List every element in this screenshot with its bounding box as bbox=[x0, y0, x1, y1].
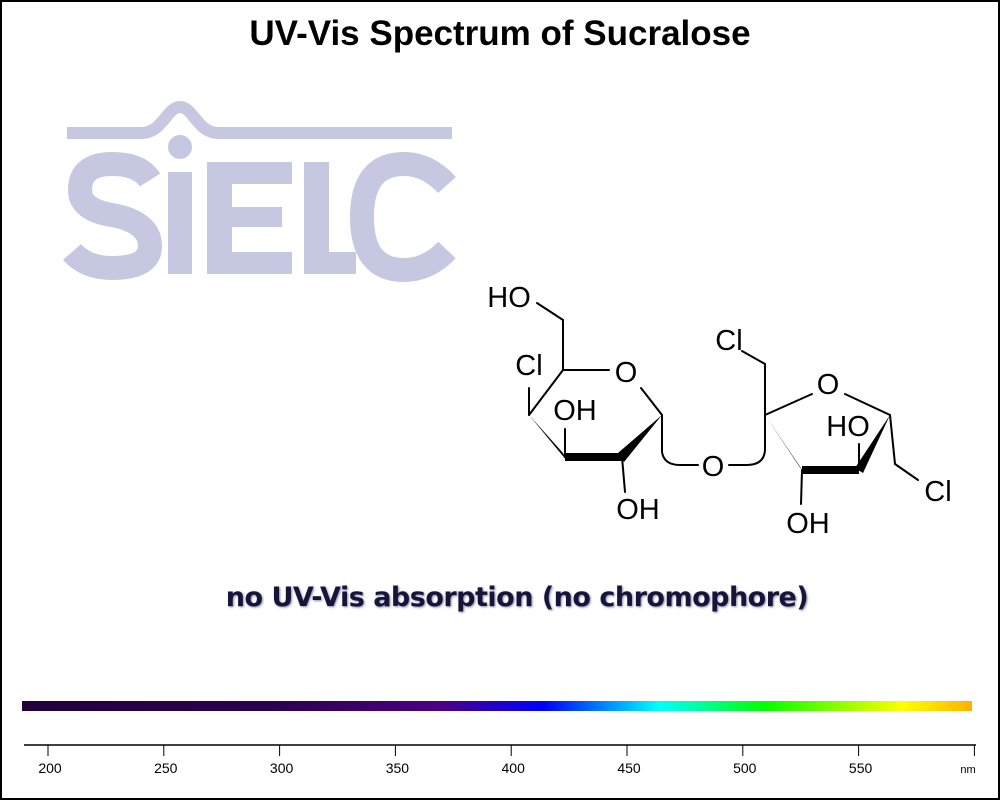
atom-label: OH bbox=[786, 508, 830, 540]
x-axis-unit: nm bbox=[960, 764, 975, 776]
logo-letter-e bbox=[207, 162, 292, 274]
atom-label: OH bbox=[616, 494, 660, 526]
atom-label: Cl bbox=[924, 476, 951, 508]
atom-label: HO bbox=[487, 282, 531, 314]
atom-label: O bbox=[817, 369, 840, 401]
x-tick-label: 400 bbox=[502, 760, 526, 776]
no-absorption-annotation: no UV-Vis absorption (no chromophore) bbox=[225, 582, 809, 613]
x-tick-label: 350 bbox=[386, 760, 410, 776]
atom-label: OH bbox=[553, 395, 597, 427]
x-tick-label: 450 bbox=[617, 760, 641, 776]
logo-letter-i bbox=[168, 172, 192, 274]
x-tick-label: 550 bbox=[849, 760, 873, 776]
x-tick-label: 500 bbox=[733, 760, 757, 776]
chart-title: UV-Vis Spectrum of Sucralose bbox=[249, 14, 751, 53]
atom-label: HO bbox=[826, 411, 870, 443]
spectrum-color-bar bbox=[22, 701, 972, 711]
logo-letter-l bbox=[304, 162, 356, 274]
x-tick-label: 250 bbox=[154, 760, 178, 776]
logo-letter-c bbox=[349, 151, 456, 283]
atom-label: O bbox=[702, 451, 725, 483]
atom-label: O bbox=[615, 357, 638, 389]
x-tick-label: 200 bbox=[38, 760, 62, 776]
atom-label: Cl bbox=[715, 325, 742, 357]
x-tick-label: 300 bbox=[270, 760, 294, 776]
atom-label: Cl bbox=[515, 350, 542, 382]
logo-letter-s bbox=[62, 151, 163, 281]
